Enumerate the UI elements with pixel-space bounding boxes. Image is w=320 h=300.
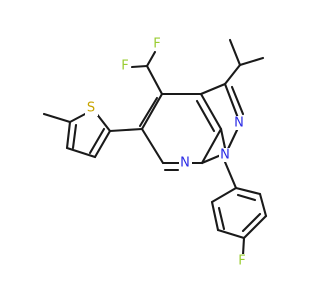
atom-n2-label: N xyxy=(234,116,244,131)
bond xyxy=(228,38,242,67)
label-mask xyxy=(236,254,248,268)
bond-layer xyxy=(42,38,268,257)
bond xyxy=(223,160,238,190)
bond xyxy=(195,99,216,133)
bond xyxy=(65,120,72,150)
sulfur-atom: S xyxy=(85,101,98,116)
atom-f-para-label: F xyxy=(238,254,245,269)
bond xyxy=(210,186,238,204)
bond xyxy=(200,127,223,165)
bond xyxy=(199,82,227,96)
bond xyxy=(68,111,89,124)
bond xyxy=(217,206,226,231)
bond xyxy=(219,127,227,150)
bond xyxy=(88,127,106,155)
nitrogen-atom: N xyxy=(233,116,246,131)
bond xyxy=(241,236,246,257)
label-mask xyxy=(179,156,192,170)
atom-n1-label: N xyxy=(220,148,230,163)
bond xyxy=(140,92,164,131)
bond xyxy=(258,192,268,218)
fluorine-atom: F xyxy=(151,37,163,52)
bond xyxy=(42,112,72,124)
label-mask xyxy=(119,59,131,73)
bond xyxy=(238,56,265,67)
bond xyxy=(223,82,240,120)
nitrogen-atom: N xyxy=(219,148,232,163)
atom-label-layer: F F F S N N N xyxy=(85,37,248,269)
bond xyxy=(130,64,149,69)
atom-n-pyridine-label: N xyxy=(180,156,190,171)
bond xyxy=(199,92,223,131)
label-mask xyxy=(233,116,246,130)
bond xyxy=(65,146,97,159)
bond xyxy=(216,228,246,240)
atom-f-top-label: F xyxy=(153,37,160,52)
bond xyxy=(145,64,164,96)
atom-s-label: S xyxy=(87,101,95,116)
bond xyxy=(108,127,144,133)
bond xyxy=(234,186,262,196)
bond xyxy=(241,212,262,233)
bond xyxy=(226,126,240,151)
bond xyxy=(230,85,245,116)
label-mask xyxy=(151,37,163,51)
molecule-structure: F F F S N N N xyxy=(42,37,268,269)
fluorine-atom: F xyxy=(236,254,248,269)
bond xyxy=(200,153,223,165)
nitrogen-atom: N xyxy=(179,156,192,171)
fluorine-atom: F xyxy=(119,59,131,74)
bond xyxy=(93,129,112,159)
label-mask xyxy=(219,148,232,162)
bond xyxy=(71,123,78,150)
bond xyxy=(145,50,157,68)
bond xyxy=(140,127,165,165)
atom-f-left-label: F xyxy=(121,59,128,74)
bond xyxy=(210,200,220,232)
label-mask xyxy=(85,101,98,116)
bond xyxy=(242,214,268,240)
bond xyxy=(138,96,159,128)
bond xyxy=(94,111,112,133)
bond xyxy=(223,63,242,86)
bond xyxy=(236,193,257,202)
